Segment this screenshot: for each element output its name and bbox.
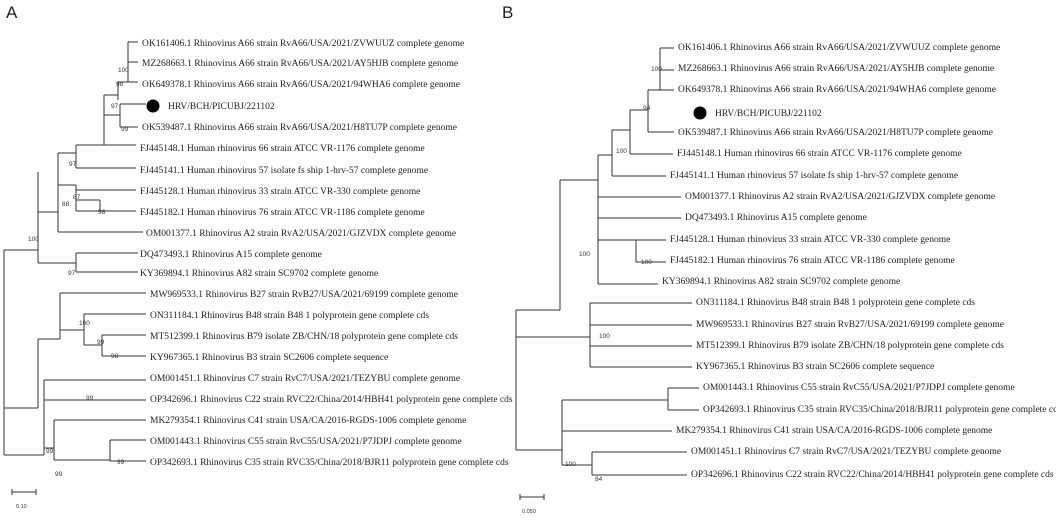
leaf-label: MK279354.1 Rhinovirus C41 strain USA/CA/… (150, 416, 466, 426)
bootstrap-value: 99 (97, 339, 105, 346)
leaf-label: MW969533.1 Rhinovirus B27 strain RvB27/U… (150, 290, 458, 300)
bootstrap-value: 100 (651, 66, 662, 73)
leaf-label: OM001443.1 Rhinovirus C55 strain RvC55/U… (150, 437, 462, 447)
bootstrap-value: 98 (116, 81, 124, 88)
leaf-label: OP342693.1 Rhinovirus C35 strain RVC35/C… (703, 405, 1056, 415)
scale-bar-label: 0.10 (16, 504, 27, 510)
leaf-label: ON311184.1 Rhinovirus B48 strain B48 1 p… (696, 298, 975, 308)
bootstrap-value: 100 (565, 461, 576, 468)
leaf-label: FJ445141.1 Human rhinovirus 57 isolate f… (140, 165, 428, 176)
leaf-label: DQ473493.1 Rhinovirus A15 complete genom… (140, 250, 322, 260)
leaf-label: OK161406.1 Rhinovirus A66 strain RvA66/U… (142, 39, 464, 49)
highlight-dot (146, 99, 160, 113)
bootstrap-value: 98 (111, 353, 119, 360)
leaf-label: FJ445128.1 Human rhinovirus 33 strain AT… (670, 235, 950, 245)
leaf-label: HRV/BCH/PICUBJ/221102 (168, 102, 275, 112)
bootstrap-value: 97 (68, 270, 76, 277)
leaf-label: DQ473493.1 Rhinovirus A15 complete genom… (685, 213, 867, 223)
bootstrap-value: 100 (79, 320, 90, 327)
leaf-label: OM001451.1 Rhinovirus C7 strain RvC7/USA… (691, 447, 1001, 457)
leaf-label: FJ445128.1 Human rhinovirus 33 strain AT… (140, 187, 420, 197)
leaf-label: KY369894.1 Rhinovirus A82 strain SC9702 … (662, 277, 900, 287)
leaf-label: OP342696.1 Rhinovirus C22 strain RVC22/C… (691, 470, 1054, 480)
bootstrap-value: 100 (28, 236, 39, 243)
leaf-label: OK649378.1 Rhinovirus A66 strain RvA66/U… (142, 80, 460, 90)
leaf-label: KY967365.1 Rhinovirus B3 strain SC2606 c… (696, 362, 934, 372)
bootstrap-value: 94 (643, 105, 651, 112)
scale-bar-label: 0.050 (522, 509, 536, 515)
bootstrap-value: 100 (599, 333, 610, 340)
panel-b-scale-bar: 0.050 (519, 494, 545, 515)
panel-b-letter: B (502, 3, 513, 22)
bootstrap-value: 100 (616, 148, 627, 155)
leaf-label: FJ445141.1 Human rhinovirus 57 isolate f… (670, 170, 958, 181)
bootstrap-value: 87 (73, 194, 81, 201)
leaf-label: OM001377.1 Rhinovirus A2 strain RvA2/USA… (146, 229, 456, 239)
leaf-label: MZ268663.1 Rhinovirus A66 strain RvA66/U… (678, 64, 994, 74)
leaf-label: KY369894.1 Rhinovirus A82 strain SC9702 … (140, 269, 378, 279)
leaf-label: MT512399.1 Rhinovirus B79 isolate ZB/CHN… (150, 332, 458, 342)
bootstrap-value: 98 (98, 209, 106, 216)
leaf-label: OK539487.1 Rhinovirus A66 strain RvA66/U… (142, 123, 457, 133)
highlight-dot (693, 106, 707, 120)
bootstrap-value: 97 (111, 103, 119, 110)
leaf-label: OK161406.1 Rhinovirus A66 strain RvA66/U… (678, 43, 1000, 53)
leaf-label: MK279354.1 Rhinovirus C41 strain USA/CA/… (676, 426, 992, 436)
panel-a-leaf-labels: OK161406.1 Rhinovirus A66 strain RvA66/U… (140, 39, 513, 468)
bootstrap-value: 99 (117, 459, 125, 466)
bootstrap-value: 100 (641, 259, 652, 266)
leaf-label: HRV/BCH/PICUBJ/221102 (715, 109, 822, 119)
leaf-label: FJ445148.1 Human rhinovirus 66 strain AT… (140, 144, 425, 154)
leaf-label: KY967365.1 Rhinovirus B3 strain SC2606 c… (150, 353, 388, 363)
leaf-label: OK649378.1 Rhinovirus A66 strain RvA66/U… (678, 85, 996, 95)
bootstrap-value: 88 (62, 201, 70, 208)
leaf-label: OP342693.1 Rhinovirus C35 strain RVC35/C… (150, 458, 509, 468)
leaf-label: MT512399.1 Rhinovirus B79 isolate ZB/CHN… (696, 341, 1004, 351)
leaf-label: OK539487.1 Rhinovirus A66 strain RvA66/U… (678, 128, 993, 138)
bootstrap-value: 100 (118, 67, 129, 74)
bootstrap-value: 84 (595, 476, 603, 483)
panel-a: A OK161406.1 Rhinovirus A66 strain RvA66… (3, 3, 513, 510)
leaf-label: MZ268663.1 Rhinovirus A66 strain RvA66/U… (142, 59, 458, 69)
leaf-label: OP342696.1 Rhinovirus C22 strain RVC22/C… (150, 395, 513, 405)
leaf-label: ON311184.1 Rhinovirus B48 strain B48 1 p… (150, 311, 429, 321)
panel-a-letter: A (6, 3, 18, 22)
bootstrap-value: 100 (579, 251, 590, 258)
bootstrap-value: 99 (86, 395, 94, 402)
bootstrap-value: 99 (121, 126, 129, 133)
panel-a-branches (3, 41, 146, 462)
leaf-label: MW969533.1 Rhinovirus B27 strain RvB27/U… (696, 320, 1004, 330)
panel-b-branches (515, 47, 699, 476)
leaf-label: OM001451.1 Rhinovirus C7 strain RvC7/USA… (150, 374, 460, 384)
leaf-label: FJ445182.1 Human rhinovirus 76 strain AT… (670, 256, 955, 266)
leaf-label: FJ445182.1 Human rhinovirus 76 strain AT… (140, 208, 425, 218)
leaf-label: FJ445148.1 Human rhinovirus 66 strain AT… (677, 149, 962, 159)
panel-b: B OK161406.1 Rhinovirus A66 strain RvA66… (502, 3, 1056, 515)
panel-b-leaf-labels: OK161406.1 Rhinovirus A66 strain RvA66/U… (662, 43, 1056, 480)
bootstrap-value: 99 (55, 471, 63, 478)
bootstrap-value: 97 (69, 161, 77, 168)
bootstrap-value: 99 (46, 448, 54, 455)
leaf-label: OM001377.1 Rhinovirus A2 strain RvA2/USA… (685, 192, 995, 202)
panel-b-bootstrap-values: 100 94 100 100 100 100 100 84 (565, 66, 662, 483)
leaf-label: OM001443.1 Rhinovirus C55 strain RvC55/U… (703, 383, 1015, 393)
panel-a-scale-bar: 0.10 (11, 489, 37, 510)
panel-a-bootstrap-values: 100 98 97 99 97 87 98 88 100 97 100 99 9… (28, 67, 129, 478)
